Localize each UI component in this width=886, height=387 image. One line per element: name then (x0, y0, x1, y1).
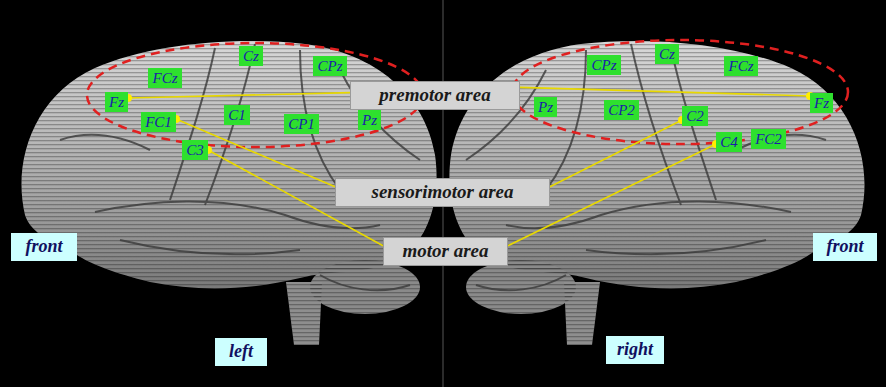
electrode-label: C4 (716, 132, 742, 152)
area-label: motor area (383, 237, 508, 266)
label-text: Pz (362, 111, 377, 129)
label-text: FC1 (145, 113, 172, 131)
label-text: FCz (728, 57, 753, 75)
label-text: Cz (659, 45, 675, 63)
label-text: C2 (686, 107, 704, 125)
label-text: left (229, 341, 253, 363)
electrode-label: C2 (682, 106, 708, 126)
label-text: CPz (591, 56, 616, 74)
electrode-label: CPz (313, 56, 347, 76)
label-text: Cz (243, 47, 259, 65)
orientation-label: left (215, 338, 267, 366)
area-label: premotor area (350, 81, 520, 110)
electrode-label: Fz (810, 93, 833, 113)
leader-line (520, 87, 810, 96)
electrode-label: CP2 (604, 100, 639, 120)
electrode-label: C1 (224, 105, 250, 125)
leader-line (128, 93, 350, 98)
leader-line (550, 120, 682, 187)
label-text: front (826, 236, 863, 258)
label-text: Fz (814, 94, 829, 112)
label-text: CP1 (288, 115, 315, 133)
electrode-label: Cz (655, 44, 679, 64)
label-text: Fz (109, 93, 124, 111)
electrode-label: C3 (182, 140, 208, 160)
label-text: C3 (186, 141, 204, 159)
electrode-label: Cz (239, 46, 263, 66)
electrode-label: CPz (587, 55, 621, 75)
label-text: right (617, 339, 653, 361)
label-text: front (25, 236, 62, 258)
electrode-label: Fz (105, 92, 128, 112)
electrode-label: Pz (358, 110, 381, 130)
label-text: CPz (317, 57, 342, 75)
label-text: FC2 (755, 130, 782, 148)
electrode-label: FC2 (751, 129, 786, 149)
label-text: premotor area (379, 84, 490, 107)
label-text: sensorimotor area (372, 181, 514, 204)
electrode-label: CP1 (284, 114, 319, 134)
orientation-label: right (606, 336, 664, 364)
orientation-label: front (11, 233, 77, 261)
label-text: CP2 (608, 101, 635, 119)
label-text: Pz (538, 98, 553, 116)
label-text: C1 (228, 106, 246, 124)
electrode-label: FCz (148, 68, 182, 88)
label-text: FCz (152, 69, 177, 87)
label-text: C4 (720, 133, 738, 151)
electrode-label: Pz (534, 97, 557, 117)
electrode-label: FCz (724, 56, 758, 76)
region-ellipse (512, 40, 848, 144)
electrode-label: FC1 (141, 112, 176, 132)
orientation-label: front (813, 233, 877, 261)
label-text: motor area (402, 240, 488, 263)
area-label: sensorimotor area (335, 178, 550, 207)
